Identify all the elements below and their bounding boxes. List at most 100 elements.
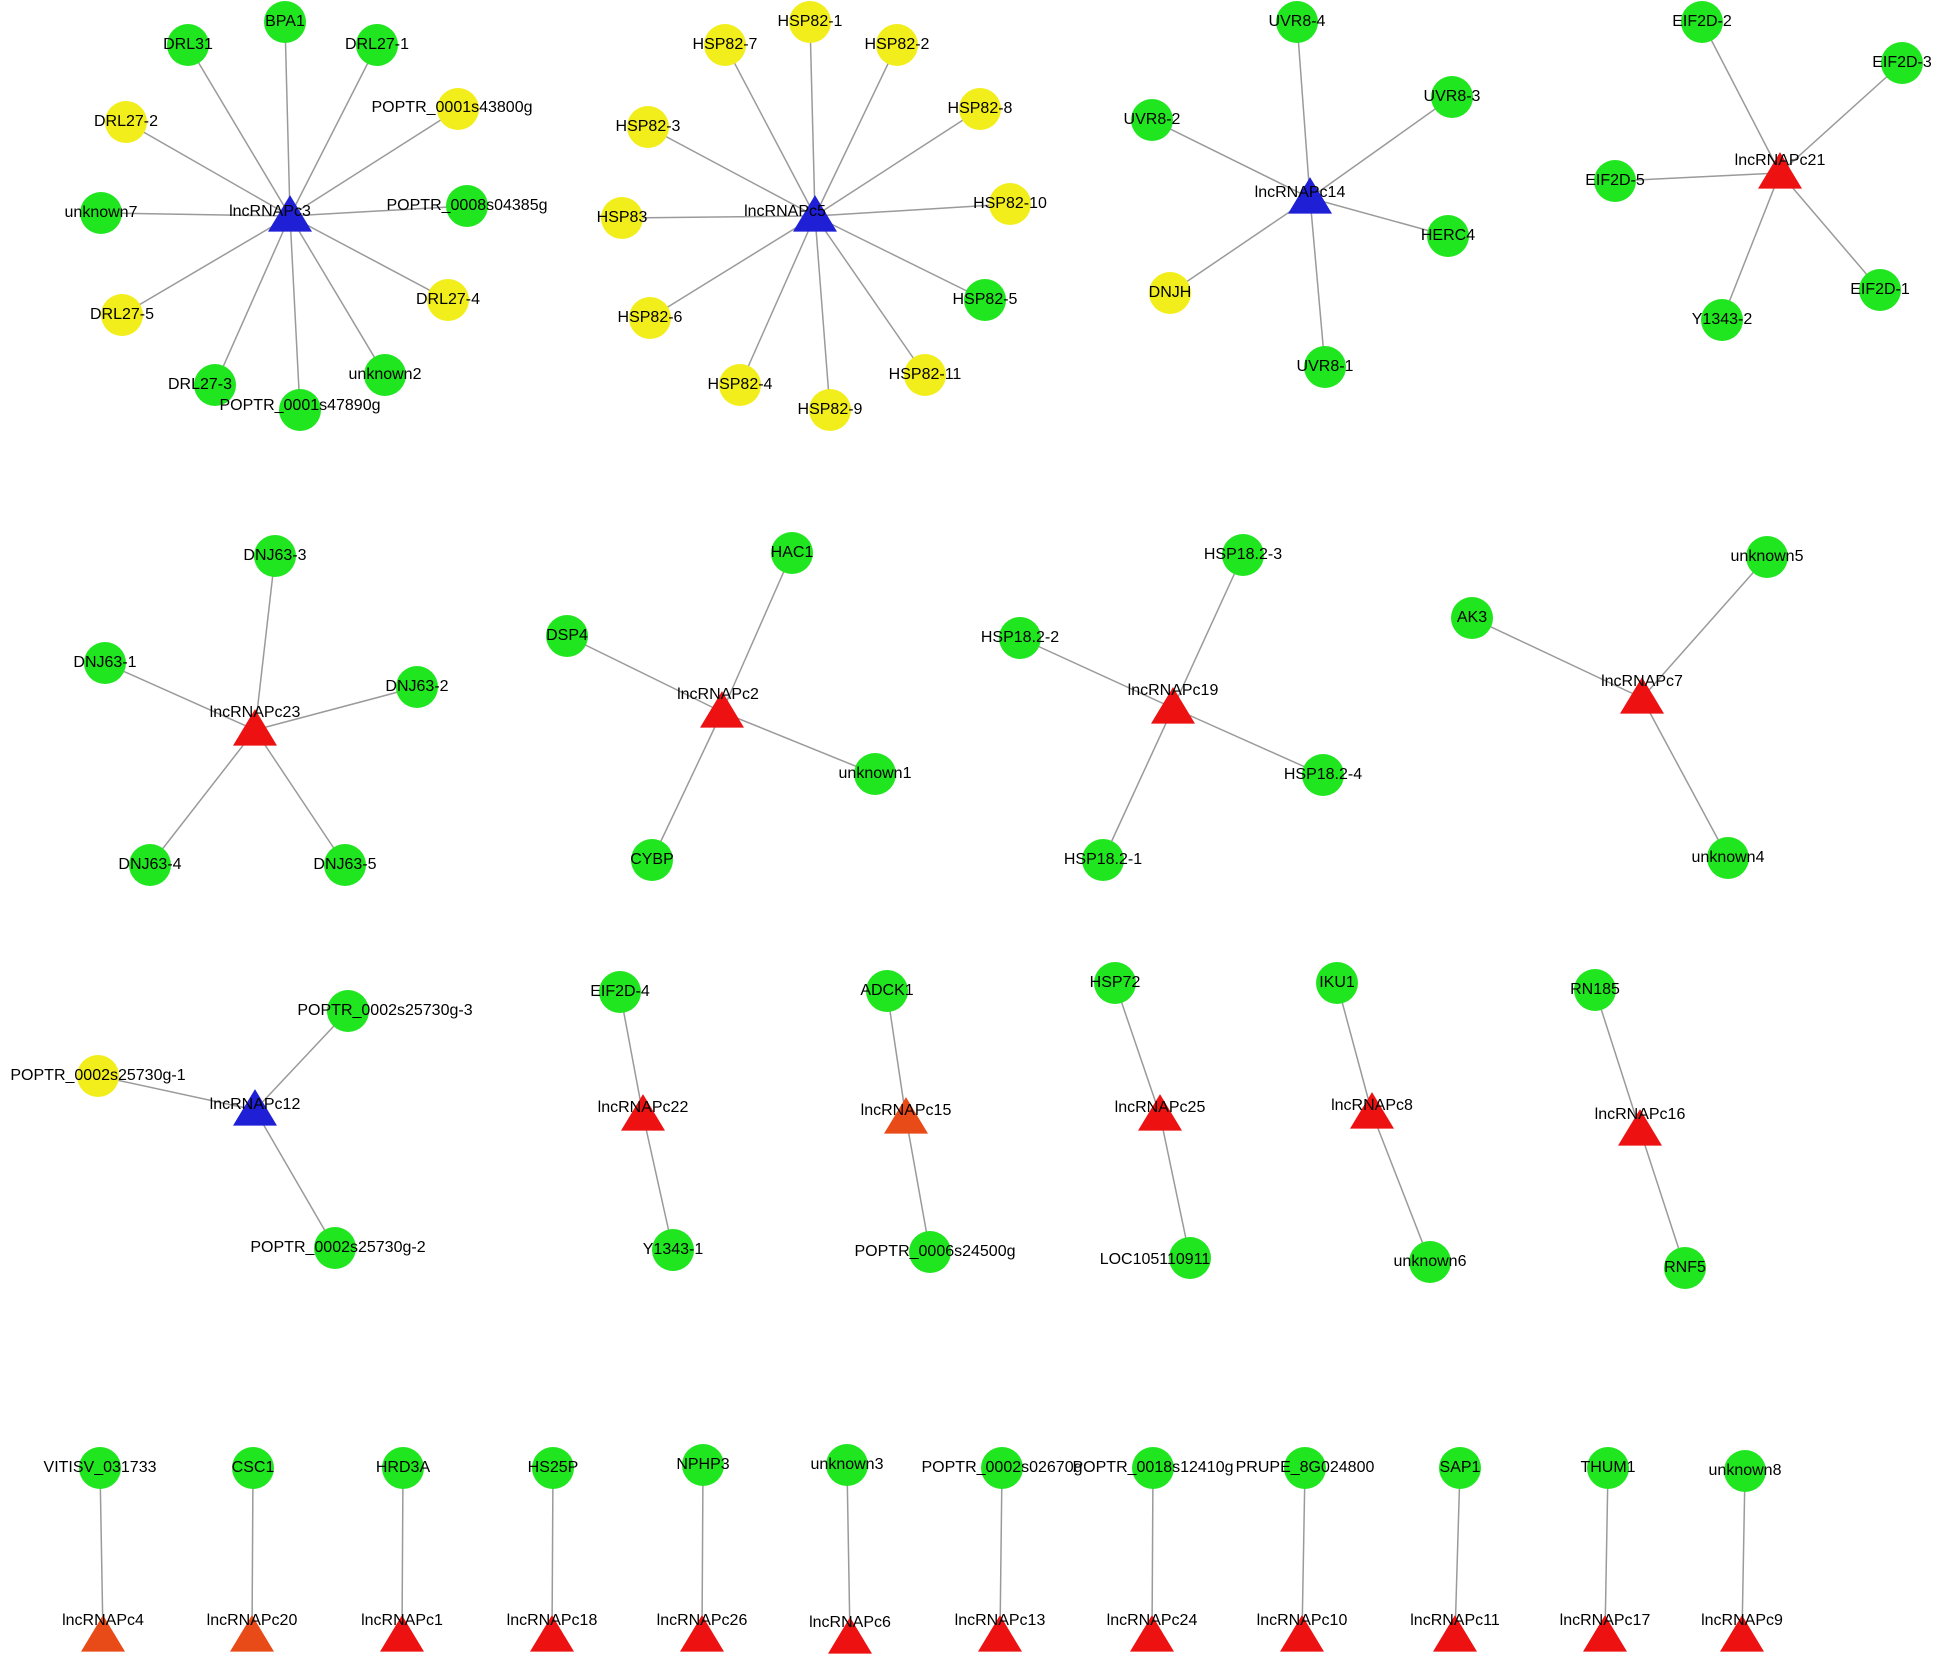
gene-node-uvr8-4[interactable]	[1276, 1, 1318, 43]
gene-node-hsp82-4[interactable]	[719, 364, 761, 406]
gene-node-thum1[interactable]	[1587, 1447, 1629, 1489]
gene-node-hsp72[interactable]	[1094, 962, 1136, 1004]
gene-node-drl27-2[interactable]	[105, 101, 147, 143]
gene-node-vitisv-031733[interactable]	[79, 1447, 121, 1489]
gene-node-drl27-4[interactable]	[427, 279, 469, 321]
gene-node-eif2d-4[interactable]	[599, 971, 641, 1013]
hub-node-lncrnapc17[interactable]	[1583, 1615, 1627, 1652]
gene-node-hsp18-2-4[interactable]	[1302, 754, 1344, 796]
hub-node-lncrnapc2[interactable]	[700, 691, 744, 728]
gene-node-dsp4[interactable]	[546, 615, 588, 657]
gene-node-hsp18-2-2[interactable]	[999, 617, 1041, 659]
gene-node-rn185[interactable]	[1574, 969, 1616, 1011]
gene-node-hsp82-9[interactable]	[809, 389, 851, 431]
gene-node-unknown6[interactable]	[1409, 1241, 1451, 1283]
gene-node-sap1[interactable]	[1439, 1447, 1481, 1489]
gene-node-csc1[interactable]	[232, 1447, 274, 1489]
gene-node-hrd3a[interactable]	[382, 1447, 424, 1489]
gene-node-y1343-2[interactable]	[1701, 299, 1743, 341]
hub-node-lncrnapc9[interactable]	[1720, 1615, 1764, 1652]
hub-node-lncrnapc7[interactable]	[1620, 677, 1664, 714]
hub-node-lncrnapc1[interactable]	[380, 1615, 424, 1652]
gene-node-poptr-0002s25730g-3[interactable]	[327, 990, 369, 1032]
gene-node-hsp82-11[interactable]	[904, 354, 946, 396]
gene-node-nphp3[interactable]	[682, 1444, 724, 1486]
gene-node-drl27-3[interactable]	[194, 364, 236, 406]
gene-node-bpa1[interactable]	[264, 1, 306, 43]
gene-node-uvr8-2[interactable]	[1131, 99, 1173, 141]
gene-node-hac1[interactable]	[771, 532, 813, 574]
gene-node-iku1[interactable]	[1316, 962, 1358, 1004]
gene-node-unknown2[interactable]	[364, 354, 406, 396]
gene-node-hsp18-2-3[interactable]	[1222, 534, 1264, 576]
gene-node-unknown1[interactable]	[854, 753, 896, 795]
hub-node-lncrnapc13[interactable]	[978, 1615, 1022, 1652]
gene-node-hsp18-2-1[interactable]	[1082, 839, 1124, 881]
gene-node-ak3[interactable]	[1451, 597, 1493, 639]
hub-node-lncrnapc24[interactable]	[1130, 1615, 1174, 1652]
hub-node-lncrnapc15[interactable]	[884, 1097, 928, 1134]
hub-node-lncrnapc23[interactable]	[233, 709, 277, 746]
gene-node-hs25p[interactable]	[532, 1447, 574, 1489]
gene-node-uvr8-3[interactable]	[1431, 76, 1473, 118]
gene-node-hsp82-3[interactable]	[627, 106, 669, 148]
hub-node-lncrnapc22[interactable]	[621, 1094, 665, 1131]
gene-node-poptr-0002s02670g[interactable]	[981, 1447, 1023, 1489]
gene-node-prupe-8g024800[interactable]	[1284, 1447, 1326, 1489]
gene-node-y1343-1[interactable]	[652, 1229, 694, 1271]
gene-node-unknown8[interactable]	[1724, 1450, 1766, 1492]
gene-node-hsp82-2[interactable]	[876, 24, 918, 66]
gene-node-poptr-0002s25730g-2[interactable]	[314, 1227, 356, 1269]
gene-node-poptr-0001s47890g[interactable]	[279, 389, 321, 431]
hub-node-lncrnapc20[interactable]	[230, 1615, 274, 1652]
hub-node-lncrnapc16[interactable]	[1618, 1109, 1662, 1146]
gene-node-hsp82-6[interactable]	[629, 297, 671, 339]
hub-node-lncrnapc11[interactable]	[1433, 1615, 1477, 1652]
gene-node-dnj63-2[interactable]	[396, 666, 438, 708]
gene-node-unknown5[interactable]	[1746, 536, 1788, 578]
hub-node-lncrnapc10[interactable]	[1280, 1615, 1324, 1652]
gene-node-dnj63-4[interactable]	[129, 844, 171, 886]
gene-node-cybp[interactable]	[631, 839, 673, 881]
hub-node-lncrnapc6[interactable]	[828, 1617, 872, 1654]
gene-node-poptr-0001s43800g[interactable]	[437, 88, 479, 130]
gene-node-dnj63-5[interactable]	[324, 844, 366, 886]
gene-node-eif2d-3[interactable]	[1881, 42, 1923, 84]
hub-node-lncrnapc26[interactable]	[680, 1615, 724, 1652]
hub-node-lncrnapc4[interactable]	[81, 1615, 125, 1652]
gene-node-unknown7[interactable]	[80, 192, 122, 234]
hub-node-lncrnapc12[interactable]	[233, 1089, 277, 1126]
hub-node-lncrnapc14[interactable]	[1288, 177, 1332, 214]
gene-node-dnj63-3[interactable]	[254, 535, 296, 577]
gene-node-unknown3[interactable]	[826, 1444, 868, 1486]
hub-node-lncrnapc25[interactable]	[1138, 1094, 1182, 1131]
gene-node-hsp82-10[interactable]	[989, 183, 1031, 225]
hub-node-lncrnapc5[interactable]	[793, 195, 837, 232]
gene-node-eif2d-5[interactable]	[1594, 160, 1636, 202]
hub-node-lncrnapc3[interactable]	[268, 195, 312, 232]
hub-node-lncrnapc8[interactable]	[1350, 1092, 1394, 1129]
gene-node-dnjh[interactable]	[1149, 272, 1191, 314]
gene-node-dnj63-1[interactable]	[84, 642, 126, 684]
gene-node-eif2d-2[interactable]	[1681, 1, 1723, 43]
gene-node-hsp82-5[interactable]	[964, 279, 1006, 321]
gene-node-adck1[interactable]	[866, 970, 908, 1012]
gene-node-poptr-0006s24500g[interactable]	[909, 1231, 951, 1273]
gene-node-drl27-1[interactable]	[356, 24, 398, 66]
hub-node-lncrnapc18[interactable]	[530, 1615, 574, 1652]
gene-node-hsp82-7[interactable]	[704, 24, 746, 66]
gene-node-hsp83[interactable]	[601, 197, 643, 239]
gene-node-eif2d-1[interactable]	[1859, 269, 1901, 311]
gene-node-loc105110911[interactable]	[1169, 1237, 1211, 1279]
hub-node-lncrnapc19[interactable]	[1151, 687, 1195, 724]
gene-node-drl27-5[interactable]	[101, 294, 143, 336]
gene-node-poptr-0018s12410g[interactable]	[1132, 1447, 1174, 1489]
gene-node-poptr-0008s04385g[interactable]	[446, 185, 488, 227]
gene-node-drl31[interactable]	[167, 24, 209, 66]
gene-node-poptr-0002s25730g-1[interactable]	[77, 1055, 119, 1097]
gene-node-hsp82-1[interactable]	[789, 1, 831, 43]
gene-node-hsp82-8[interactable]	[959, 88, 1001, 130]
gene-node-uvr8-1[interactable]	[1304, 346, 1346, 388]
gene-node-herc4[interactable]	[1427, 215, 1469, 257]
gene-node-rnf5[interactable]	[1664, 1247, 1706, 1289]
